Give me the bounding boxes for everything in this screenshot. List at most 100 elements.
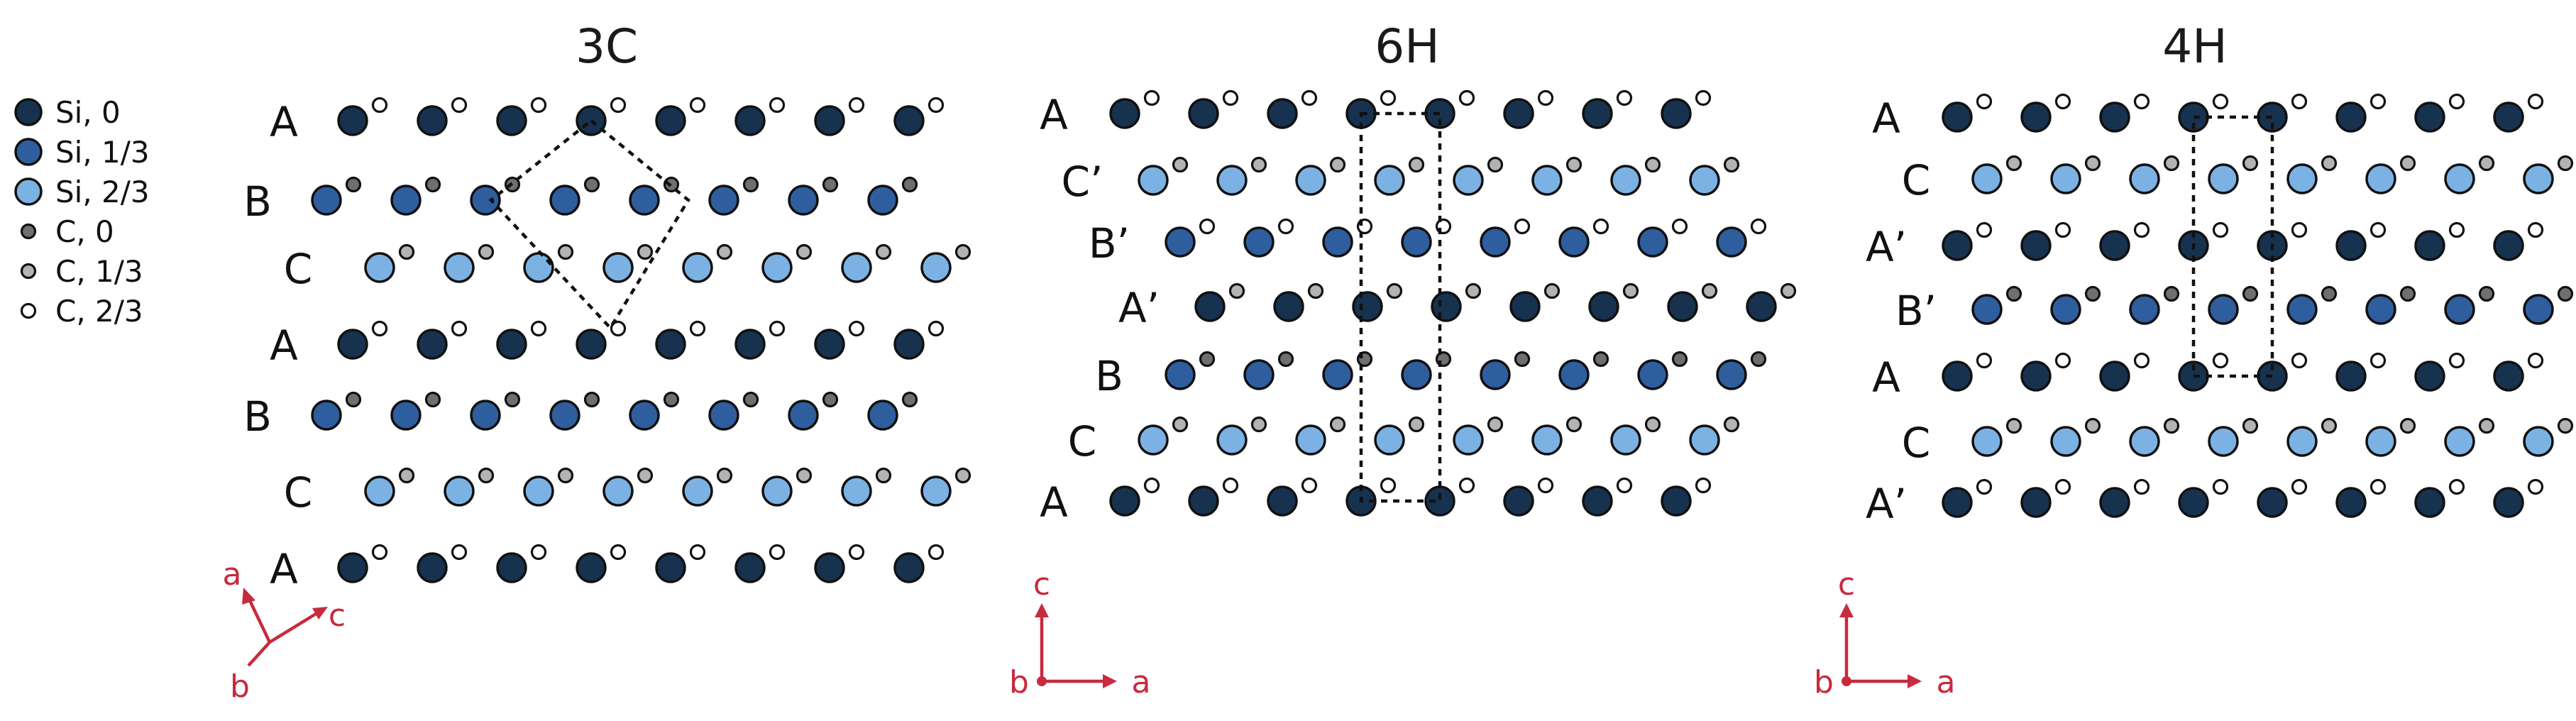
si-atom bbox=[1971, 163, 2003, 194]
c-atom bbox=[345, 391, 362, 408]
c-atom bbox=[1228, 282, 1245, 299]
c-atom bbox=[2084, 285, 2101, 302]
si-atom bbox=[1610, 424, 1641, 456]
c-atom bbox=[2527, 352, 2544, 369]
c-atom bbox=[2163, 285, 2180, 302]
si-atom bbox=[1582, 485, 1613, 517]
stacking-layer-label: A bbox=[270, 545, 298, 593]
si-atom bbox=[2099, 101, 2130, 133]
stacking-layer-label: A’ bbox=[1866, 480, 1907, 528]
legend-label: C, 2/3 bbox=[55, 294, 143, 329]
si-atom bbox=[2050, 163, 2081, 194]
si-atom bbox=[602, 252, 634, 283]
si-atom bbox=[867, 185, 898, 216]
axis-origin-dot bbox=[1842, 676, 1851, 686]
c-atom bbox=[1143, 89, 1160, 106]
si-atom bbox=[1582, 98, 1613, 129]
c-atom bbox=[2163, 417, 2180, 434]
c-atom bbox=[1458, 89, 1475, 106]
c-atom bbox=[2133, 478, 2150, 495]
si-atom bbox=[2335, 101, 2367, 133]
c-atom bbox=[2133, 221, 2150, 238]
c-atom bbox=[1199, 351, 1216, 368]
c-atom bbox=[901, 176, 918, 193]
si-atom bbox=[788, 400, 819, 431]
si-atom bbox=[2286, 426, 2318, 457]
si-atom bbox=[2129, 294, 2160, 325]
c-atom bbox=[689, 544, 706, 561]
si-atom bbox=[1746, 291, 1777, 322]
c-atom bbox=[1701, 282, 1718, 299]
si-atom bbox=[788, 185, 819, 216]
c-atom bbox=[769, 97, 786, 114]
si-atom bbox=[867, 400, 898, 431]
si-atom bbox=[655, 329, 686, 360]
c-atom bbox=[1723, 156, 1740, 173]
c-atom bbox=[398, 467, 415, 484]
panel-title: 6H bbox=[1375, 19, 1440, 74]
si-atom bbox=[2099, 360, 2130, 392]
c-atom bbox=[2054, 478, 2071, 495]
c-atom bbox=[928, 97, 945, 114]
c-atom bbox=[1644, 416, 1661, 433]
si-atom bbox=[523, 252, 554, 283]
c-atom bbox=[848, 320, 865, 337]
c-atom bbox=[2557, 285, 2574, 302]
si-atom bbox=[444, 475, 475, 507]
c-atom bbox=[1380, 477, 1397, 494]
c-atom bbox=[1976, 478, 1993, 495]
c-atom bbox=[2369, 352, 2387, 369]
si-atom bbox=[1109, 98, 1140, 129]
c-atom bbox=[2005, 285, 2022, 302]
si-atom bbox=[655, 105, 686, 136]
si-atom bbox=[2444, 426, 2475, 457]
stacking-layer-label: A bbox=[1040, 478, 1068, 527]
c-atom bbox=[1458, 477, 1475, 494]
c-atom bbox=[371, 544, 388, 561]
si-atom bbox=[1558, 359, 1590, 390]
si-atom bbox=[893, 329, 925, 360]
c-atom bbox=[451, 320, 468, 337]
panel-title: 3C bbox=[576, 19, 638, 74]
legend-si-marker bbox=[14, 138, 43, 166]
c-atom bbox=[954, 243, 971, 260]
si-atom bbox=[2020, 230, 2052, 261]
si-atom bbox=[1503, 98, 1534, 129]
c-atom bbox=[2448, 93, 2465, 110]
c-atom bbox=[2084, 155, 2101, 172]
si-atom bbox=[682, 475, 713, 507]
c-atom bbox=[1514, 218, 1531, 235]
si-atom bbox=[682, 252, 713, 283]
si-atom bbox=[2444, 163, 2475, 194]
si-atom bbox=[390, 185, 422, 216]
c-atom bbox=[1487, 156, 1504, 173]
c-atom bbox=[398, 243, 415, 260]
c-atom bbox=[2291, 478, 2308, 495]
c-atom bbox=[1514, 351, 1531, 368]
si-atom bbox=[417, 552, 448, 583]
c-atom bbox=[2399, 155, 2416, 172]
legend: Si, 0Si, 1/3Si, 2/3C, 0C, 1/3C, 2/3 bbox=[14, 95, 150, 329]
c-atom bbox=[1329, 416, 1346, 433]
stacking-layer-label: B’ bbox=[1895, 287, 1937, 335]
si-atom bbox=[2523, 294, 2554, 325]
si-atom bbox=[2020, 360, 2052, 392]
stacking-layer-label: C bbox=[1902, 419, 1931, 467]
c-atom bbox=[954, 467, 971, 484]
c-atom bbox=[769, 320, 786, 337]
stacking-layer-label: A bbox=[270, 98, 298, 146]
axis-label-c: c bbox=[329, 598, 346, 634]
legend-si-marker bbox=[14, 98, 43, 126]
axis-label-a: a bbox=[1132, 664, 1151, 700]
si-atom bbox=[364, 252, 395, 283]
si-atom bbox=[2414, 101, 2445, 133]
si-atom bbox=[2208, 163, 2239, 194]
c-atom bbox=[2478, 155, 2495, 172]
c-atom bbox=[1250, 156, 1267, 173]
axis-arrow-a bbox=[246, 597, 272, 643]
si-atom bbox=[1401, 226, 1432, 258]
si-atom bbox=[1503, 485, 1534, 517]
si-atom bbox=[1295, 424, 1326, 456]
c-atom bbox=[2527, 478, 2544, 495]
si-atom bbox=[920, 252, 952, 283]
